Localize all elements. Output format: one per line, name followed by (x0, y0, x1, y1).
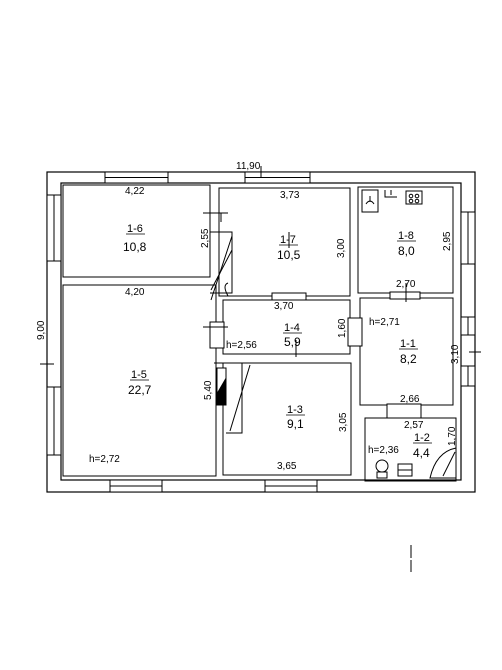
stove-icon (405, 190, 423, 205)
sink-icon (384, 190, 397, 198)
room-1-6-id: 1-6 (127, 223, 143, 235)
window-bottom-left (109, 479, 163, 493)
washbasin-icon (397, 463, 413, 477)
window-top-mid (244, 171, 311, 184)
room-1-5-ceiling: h=2,72 (89, 454, 120, 465)
room-1-7-area: 10,5 (277, 248, 301, 262)
room-1-4-area: 5,9 (284, 335, 301, 349)
room-1-1-width-top: 2,70 (396, 279, 416, 290)
room-1-5-area: 22,7 (128, 383, 152, 397)
room-1-7-width: 3,73 (280, 190, 300, 201)
room-1-2-width: 2,57 (404, 420, 424, 431)
room-1-2-ceiling: h=2,36 (368, 445, 399, 456)
shower-icon (429, 447, 457, 479)
overall-height-label: 9,00 (36, 320, 47, 340)
room-1-1-area: 8,2 (400, 352, 417, 366)
room-1-3-height: 3,05 (338, 412, 349, 432)
room-1-1-id: 1-1 (400, 338, 416, 350)
window-top-left (104, 171, 169, 184)
room-1-3-outline (222, 362, 352, 476)
window-left-upper (46, 194, 62, 262)
room-1-3-width: 3,65 (277, 461, 297, 472)
windows (46, 171, 476, 493)
window-right-mid (460, 316, 476, 336)
room-1-2-id: 1-2 (414, 432, 430, 444)
room-1-5-height: 5,40 (203, 380, 214, 400)
room-1-1-height: 3,10 (450, 344, 461, 364)
window-left-lower (46, 386, 62, 456)
room-1-1-width-bottom: 2,66 (400, 394, 420, 405)
overall-width-label: 11,90 (236, 161, 261, 172)
room-1-5-outline (62, 284, 217, 477)
room-1-2-area: 4,4 (413, 446, 430, 460)
room-1-7-id: 1-7 (280, 234, 296, 246)
boiler-icon (361, 189, 379, 213)
room-1-2-height: 1,70 (447, 426, 458, 446)
window-right-lower (460, 365, 476, 387)
room-1-4-id: 1-4 (284, 322, 300, 334)
room-1-8-id: 1-8 (398, 230, 414, 242)
room-1-8-area: 8,0 (398, 244, 415, 258)
window-bottom-mid (264, 479, 318, 493)
stair-elements (210, 231, 251, 434)
room-1-5-width: 4,20 (125, 287, 145, 298)
exterior-walls (46, 171, 476, 493)
room-1-4-ceiling: h=2,56 (226, 340, 257, 351)
room-1-5-id: 1-5 (131, 369, 147, 381)
room-1-4-width: 3,70 (274, 301, 294, 312)
room-1-6-area: 10,8 (123, 240, 147, 254)
toilet-icon (375, 459, 389, 479)
window-right-upper (460, 211, 476, 265)
room-1-6-width: 4,22 (125, 186, 145, 197)
room-1-7-height: 3,00 (336, 238, 347, 258)
room-1-3-area: 9,1 (287, 417, 304, 431)
room-1-3-id: 1-3 (287, 404, 303, 416)
room-1-4-height: 1,60 (337, 318, 348, 338)
room-1-8-height: 2,95 (442, 231, 453, 251)
room-1-6-height: 2,55 (200, 228, 211, 248)
room-1-1-ceiling: h=2,71 (369, 317, 400, 328)
interior-openings (209, 291, 422, 419)
dimension-ticks (40, 166, 481, 572)
room-1-6-outline (62, 184, 211, 278)
